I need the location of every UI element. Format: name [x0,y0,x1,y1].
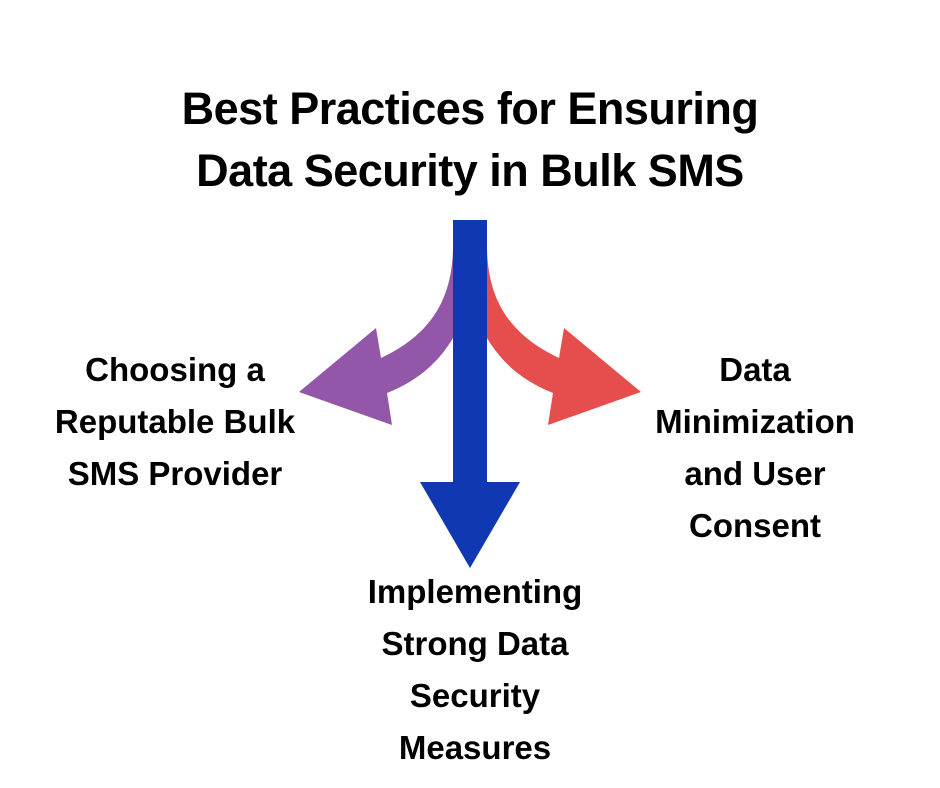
branch-right-line-2: Minimization [655,403,855,440]
branch-label-right: Data Minimization and User Consent [620,344,890,552]
diagram-title: Best Practices for Ensuring Data Securit… [0,78,940,202]
branch-bottom-line-1: Implementing [367,573,583,610]
title-line-2: Data Security in Bulk SMS [196,145,744,196]
branch-bottom-line-4: Measures [398,729,552,766]
branch-left-line-3: SMS Provider [67,455,283,492]
branch-left-line-1: Choosing a [85,351,265,388]
branch-bottom-line-2: Strong Data [381,625,569,662]
branch-left-line-2: Reputable Bulk [54,403,296,440]
branch-right-line-1: Data [719,351,791,388]
branch-right-line-3: and User [684,455,826,492]
red-right-arrow-icon [487,245,641,425]
branch-bottom-line-3: Security [409,677,541,714]
branch-right-line-4: Consent [689,507,821,544]
branch-label-bottom: Implementing Strong Data Security Measur… [325,566,625,774]
purple-left-arrow-icon [299,245,453,425]
blue-down-arrow-icon [420,220,520,568]
title-line-1: Best Practices for Ensuring [181,83,759,134]
branch-label-left: Choosing a Reputable Bulk SMS Provider [20,344,330,500]
